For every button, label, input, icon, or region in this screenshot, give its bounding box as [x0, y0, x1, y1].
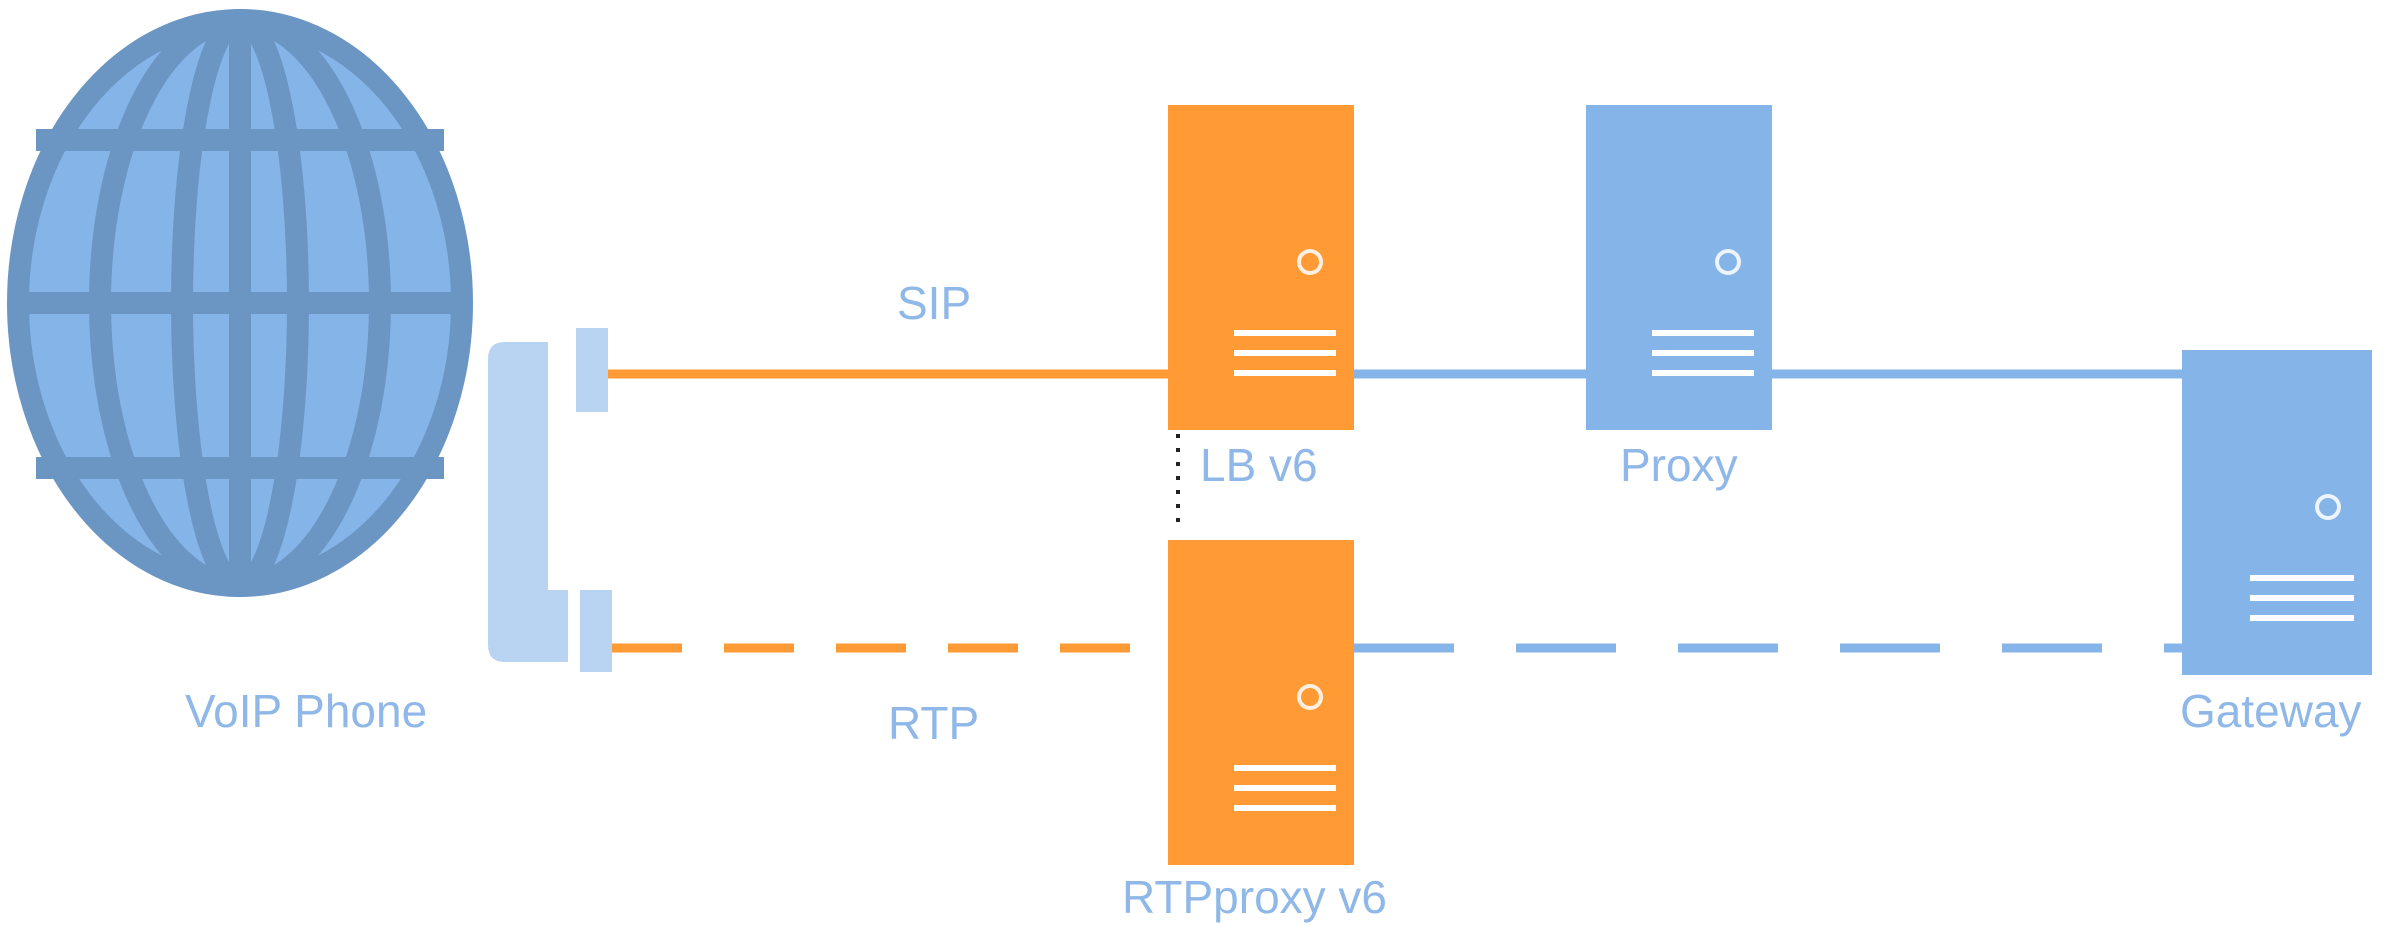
rtpproxy-server-icon: [1168, 540, 1354, 865]
phone-handset-icon: [488, 328, 612, 672]
rtp-label: RTP: [888, 697, 980, 749]
rtpproxy-label: RTPproxy v6: [1122, 871, 1388, 923]
voip-phone-label: VoIP Phone: [185, 685, 428, 737]
gateway-label: Gateway: [2180, 685, 2362, 737]
lb-label: LB v6: [1200, 439, 1318, 491]
proxy-label: Proxy: [1620, 439, 1738, 491]
lb-server-icon: [1168, 105, 1354, 430]
proxy-server-icon: [1586, 105, 1772, 430]
gateway-server-icon: [2182, 350, 2372, 675]
globe-icon: [7, 9, 473, 597]
sip-label: SIP: [897, 277, 972, 329]
